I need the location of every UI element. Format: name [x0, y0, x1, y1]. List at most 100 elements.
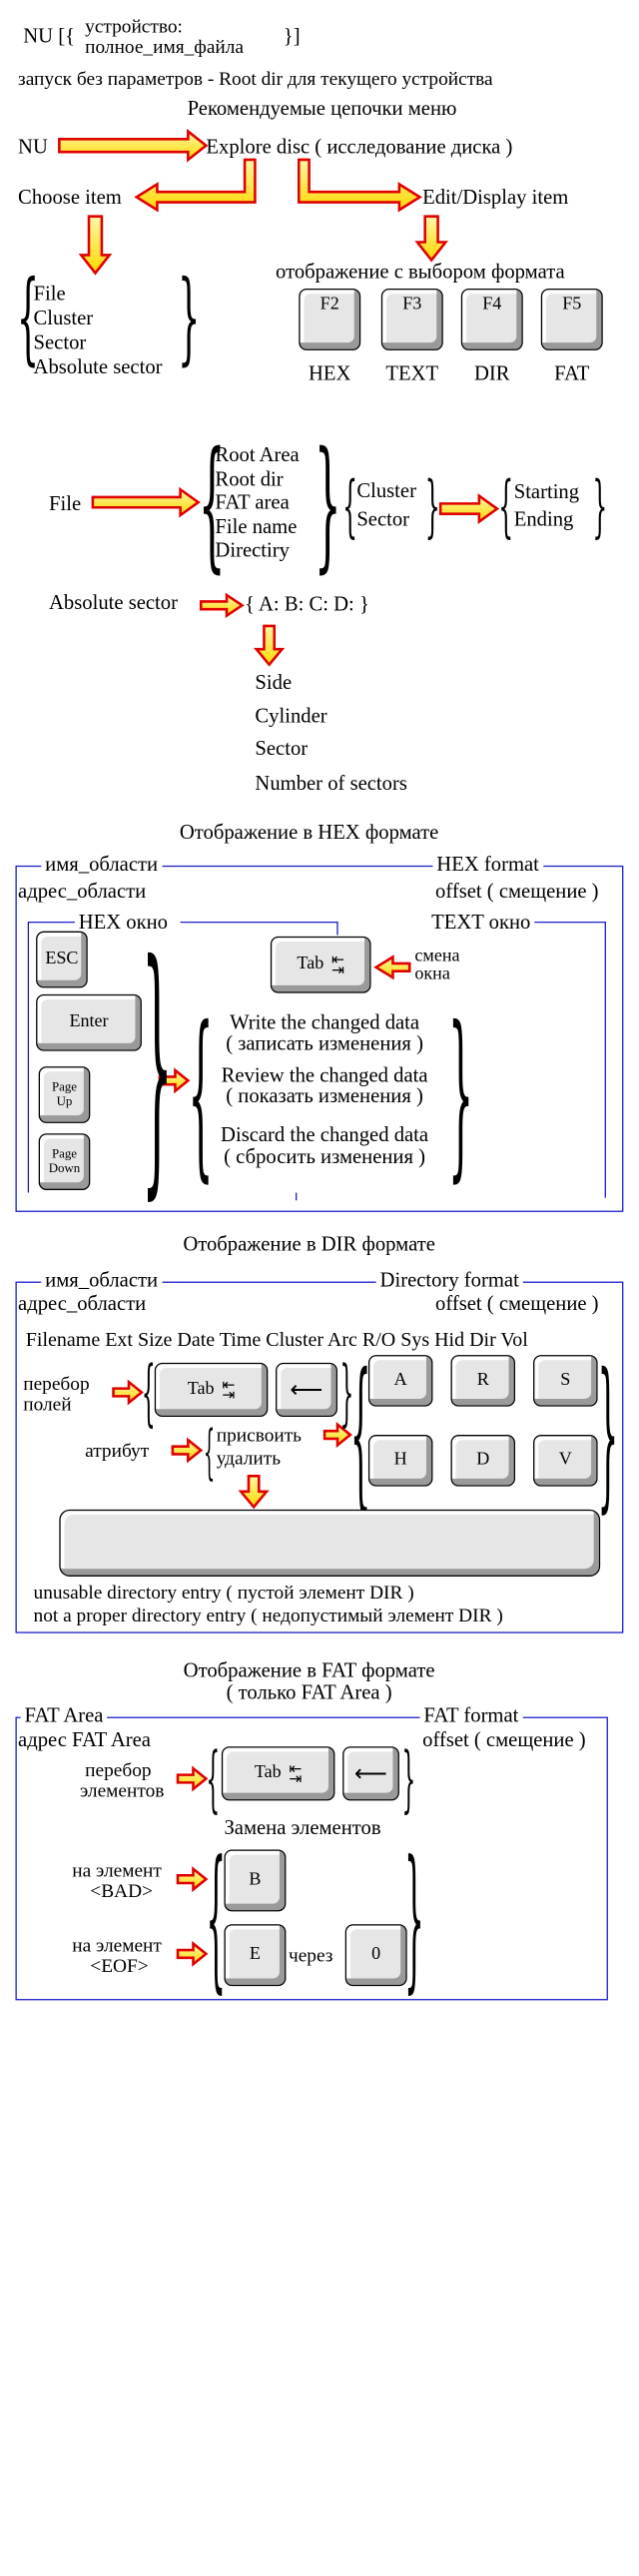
- abs-item: Side: [255, 672, 293, 695]
- fat-backspace-key[interactable]: ⟵: [342, 1746, 399, 1801]
- dir-offset: offset ( смещение ): [435, 1293, 599, 1316]
- tab-arrows-icon: ⇤⇥: [222, 1375, 236, 1405]
- fat-subtitle: ( только FAT Area ): [226, 1681, 392, 1704]
- attr-brace: {: [203, 1417, 216, 1487]
- dir-remove: удалить: [216, 1449, 282, 1470]
- syntax-suffix: }]: [283, 25, 301, 48]
- arrow-explore-choose: [134, 158, 257, 213]
- bound-item: Starting: [513, 481, 580, 504]
- attr-h-key[interactable]: H: [367, 1435, 433, 1487]
- bounds-brace-left: {: [498, 468, 514, 546]
- fat-tab-brace-left: {: [206, 1737, 221, 1822]
- f4-key[interactable]: F4: [460, 288, 523, 350]
- fkey-label-fat: FAT: [554, 362, 590, 385]
- esc-key[interactable]: ESC: [36, 931, 88, 988]
- tab-key[interactable]: Tab⇤⇥: [270, 936, 371, 993]
- abs-label: Absolute sector: [49, 592, 178, 615]
- dir-title: Отображение в DIR формате: [183, 1233, 435, 1256]
- text-window-label: TEXT окно: [427, 912, 535, 936]
- f2-key[interactable]: F2: [299, 288, 361, 350]
- fat-tab-brace-right: }: [401, 1737, 416, 1822]
- bound-item: Ending: [513, 508, 574, 531]
- dir-note-unusable: unusable directory entry ( пустой элемен…: [33, 1583, 414, 1605]
- enter-key[interactable]: Enter: [36, 993, 142, 1051]
- unit-item: Sector: [356, 508, 410, 531]
- dir-area-addr: адрес_области: [18, 1293, 147, 1316]
- choose-item: Sector: [33, 331, 87, 354]
- dir-tab-brace-left: {: [141, 1351, 156, 1436]
- arrow-fat-eof: [176, 1940, 209, 1967]
- zero-key[interactable]: 0: [344, 1924, 407, 1987]
- dir-columns: Filename Ext Size Date Time Cluster Arc …: [25, 1329, 528, 1352]
- arrow-fat-bad: [176, 1866, 209, 1893]
- hex-area-name: имя_области: [41, 854, 162, 878]
- flow-edit: Edit/Display item: [422, 187, 569, 209]
- attr-s-key[interactable]: S: [533, 1355, 598, 1407]
- abs-item: Cylinder: [255, 705, 327, 728]
- arrow-dir-attr: [171, 1437, 204, 1464]
- fat-tab-key[interactable]: Tab⇤⇥: [221, 1746, 335, 1801]
- fat-replace-brace-right: }: [404, 1828, 424, 2009]
- hex-format: HEX format: [432, 854, 543, 878]
- hex-window-label: HEX окно: [74, 912, 172, 936]
- arrow-edit-keys: [414, 215, 448, 263]
- dir-tab-key[interactable]: Tab⇤⇥: [154, 1362, 269, 1417]
- dir-format: Directory format: [375, 1269, 523, 1294]
- file-label: File: [49, 493, 82, 515]
- area-item: Root dir: [215, 468, 284, 491]
- fat-format: FAT format: [419, 1704, 523, 1729]
- syntax-prefix: NU [{: [23, 25, 75, 48]
- arrow-file-areas: [91, 486, 201, 518]
- fat-bad-label-2: <BAD>: [90, 1881, 153, 1903]
- space-key[interactable]: [59, 1509, 601, 1577]
- switch-label-2: окна: [414, 965, 450, 984]
- hex-actions-brace-left: {: [188, 988, 214, 1199]
- fat-area-name: FAT Area: [20, 1704, 108, 1729]
- fat-eof-label: на элемент: [72, 1935, 162, 1957]
- dir-area-name: имя_области: [41, 1269, 162, 1294]
- fat-bad-label: на элемент: [72, 1861, 162, 1882]
- hex-panel: [15, 865, 624, 1212]
- arrows-layer: [27, 128, 606, 1967]
- fat-replace-brace-left: {: [206, 1828, 227, 2009]
- action-write-ru: ( записать изменения ): [226, 1032, 423, 1055]
- syntax-filename: полное_имя_файла: [85, 37, 245, 59]
- arrow-units-bounds: [438, 493, 500, 524]
- fat-via: через: [288, 1946, 333, 1967]
- arrow-keys-actions: [158, 1067, 191, 1094]
- dir-panel: [15, 1281, 624, 1633]
- arrow-drives-items: [253, 624, 286, 667]
- flow-explore: Explore disc ( исследование диска ): [206, 136, 513, 159]
- launch-note: запуск без параметров - Root dir для тек…: [18, 69, 493, 91]
- arrow-switch-tab: [373, 955, 411, 980]
- attr-v-key[interactable]: V: [533, 1435, 598, 1487]
- f5-key[interactable]: F5: [540, 288, 603, 350]
- eof-e-key[interactable]: E: [224, 1924, 287, 1987]
- fat-title: Отображение в FAT формате: [183, 1659, 435, 1682]
- dir-attr: атрибут: [85, 1441, 150, 1463]
- flow-nu: NU: [18, 136, 48, 159]
- f3-key[interactable]: F3: [380, 288, 443, 350]
- dir-cycle-2: полей: [23, 1395, 72, 1416]
- attr-a-key[interactable]: A: [367, 1355, 433, 1407]
- abs-item: Number of sectors: [255, 773, 407, 795]
- backspace-key[interactable]: ⟵: [276, 1362, 337, 1417]
- bad-b-key[interactable]: B: [224, 1849, 287, 1912]
- areas-brace-right: }: [314, 420, 341, 586]
- fat-cycle-2: элементов: [79, 1781, 165, 1802]
- attr-d-key[interactable]: D: [450, 1435, 515, 1487]
- dir-tab-brace-right: }: [339, 1351, 354, 1436]
- choose-item: Cluster: [33, 308, 94, 330]
- arrow-explore-edit: [297, 158, 422, 213]
- attr-keys-brace-left: {: [349, 1338, 371, 1528]
- units-brace-left: {: [342, 468, 358, 546]
- hex-area-addr: адрес_области: [18, 881, 147, 904]
- fat-cycle: перебор: [85, 1760, 152, 1782]
- fkey-label-dir: DIR: [474, 362, 510, 385]
- dir-note-improper: not a proper directory entry ( недопусти…: [33, 1606, 503, 1627]
- menu-title: Рекомендуемые цепочки меню: [187, 98, 457, 120]
- hex-actions-brace-right: }: [447, 988, 474, 1199]
- attr-r-key[interactable]: R: [450, 1355, 515, 1407]
